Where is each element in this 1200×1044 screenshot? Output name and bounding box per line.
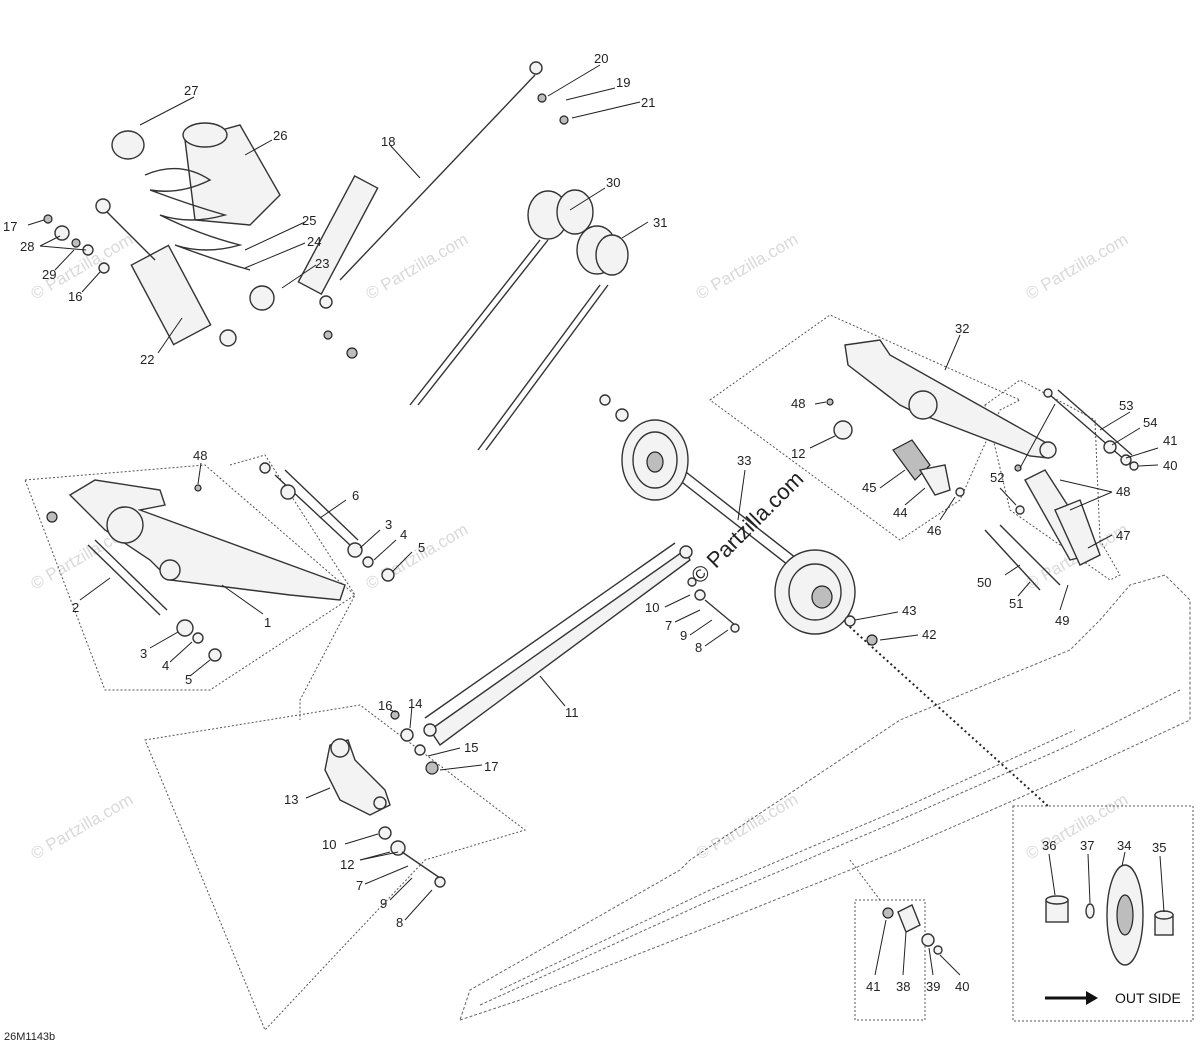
callout-42: 42 <box>922 627 936 642</box>
shock-absorber-18 <box>297 61 569 359</box>
callout-50: 50 <box>977 575 991 590</box>
callout-17: 17 <box>484 759 498 774</box>
callout-54: 54 <box>1143 415 1157 430</box>
callout-10: 10 <box>645 600 659 615</box>
rear-arm-32 <box>826 339 1057 497</box>
callout-3: 3 <box>140 646 147 661</box>
callout-3: 3 <box>385 517 392 532</box>
callout-8: 8 <box>695 640 702 655</box>
callout-14: 14 <box>408 696 422 711</box>
callout-22: 22 <box>140 352 154 367</box>
link-11 <box>423 542 740 747</box>
callout-26: 26 <box>273 128 287 143</box>
callout-15: 15 <box>464 740 478 755</box>
callout-47: 47 <box>1116 528 1130 543</box>
callout-46: 46 <box>927 523 941 538</box>
callout-13: 13 <box>284 792 298 807</box>
callout-5: 5 <box>418 540 425 555</box>
axle-33 <box>599 394 878 646</box>
watermark: © Partzilla.com <box>1023 230 1132 304</box>
callout-16: 16 <box>378 698 392 713</box>
callout-18: 18 <box>381 134 395 149</box>
callout-30: 30 <box>606 175 620 190</box>
callout-7: 7 <box>665 618 672 633</box>
callout-4: 4 <box>400 527 407 542</box>
link-6 <box>259 462 395 582</box>
callout-11: 11 <box>565 705 579 720</box>
inset-parts: OUT SIDE <box>1045 864 1181 1006</box>
callout-8: 8 <box>396 915 403 930</box>
callout-12: 12 <box>340 857 354 872</box>
callout-27: 27 <box>184 83 198 98</box>
callout-numbers: 1 2 3 3 4 4 5 5 6 7 7 8 8 9 9 10 10 11 1… <box>3 51 1177 994</box>
watermark: © Partzilla.com <box>1023 790 1132 864</box>
watermark: © Partzilla.com <box>363 230 472 304</box>
callout-16: 16 <box>68 289 82 304</box>
callout-37: 37 <box>1080 838 1094 853</box>
callout-41: 41 <box>1163 433 1177 448</box>
callout-43: 43 <box>902 603 916 618</box>
callout-48: 48 <box>193 448 207 463</box>
arrow-right-icon <box>1086 991 1098 1005</box>
callout-40: 40 <box>955 979 969 994</box>
callout-17: 17 <box>3 219 17 234</box>
callout-4: 4 <box>162 658 169 673</box>
callout-40: 40 <box>1163 458 1177 473</box>
callout-31: 31 <box>653 215 667 230</box>
callout-39: 39 <box>926 979 940 994</box>
callout-25: 25 <box>302 213 316 228</box>
diagram-id: 26M1143b <box>4 1031 55 1043</box>
callout-12: 12 <box>791 446 805 461</box>
callout-7: 7 <box>356 878 363 893</box>
rocker-13 <box>324 710 446 888</box>
callout-6: 6 <box>352 488 359 503</box>
callout-38: 38 <box>896 979 910 994</box>
callout-53: 53 <box>1119 398 1133 413</box>
callout-10: 10 <box>322 837 336 852</box>
callout-36: 36 <box>1042 838 1056 853</box>
inset-box <box>1012 805 1194 1022</box>
callout-5: 5 <box>185 672 192 687</box>
callout-34: 34 <box>1117 838 1131 853</box>
callout-41: 41 <box>866 979 880 994</box>
callout-20: 20 <box>594 51 608 66</box>
callout-28: 28 <box>20 239 34 254</box>
watermark: © Partzilla.com <box>693 230 802 304</box>
torsion-springs-30-31 <box>409 189 629 451</box>
callout-51: 51 <box>1009 596 1023 611</box>
callout-52: 52 <box>990 470 1004 485</box>
callout-32: 32 <box>955 321 969 336</box>
leader-lines <box>27 64 1165 976</box>
callout-1: 1 <box>264 615 271 630</box>
out-side-label: OUT SIDE <box>1115 990 1181 1006</box>
callout-33: 33 <box>737 453 751 468</box>
callout-48: 48 <box>1116 484 1130 499</box>
callout-48: 48 <box>791 396 805 411</box>
callout-21: 21 <box>641 95 655 110</box>
callout-23: 23 <box>315 256 329 271</box>
group-outlines <box>24 314 1194 1031</box>
wheel-to-inset-leader <box>819 599 1049 807</box>
callout-19: 19 <box>616 75 630 90</box>
callout-9: 9 <box>680 628 687 643</box>
watermark: © Partzilla.com <box>693 790 802 864</box>
callout-49: 49 <box>1055 613 1069 628</box>
watermark: © Partzilla.com <box>28 790 137 864</box>
front-arm-1-2 <box>46 479 346 662</box>
small-inset-parts <box>882 904 943 955</box>
callout-2: 2 <box>72 600 79 615</box>
slide-rail <box>459 574 1191 1021</box>
callout-29: 29 <box>42 267 56 282</box>
rear-shock-22-29 <box>43 122 281 347</box>
callout-44: 44 <box>893 505 907 520</box>
callout-45: 45 <box>862 480 876 495</box>
callout-24: 24 <box>307 234 321 249</box>
callout-9: 9 <box>380 896 387 911</box>
callout-35: 35 <box>1152 840 1166 855</box>
